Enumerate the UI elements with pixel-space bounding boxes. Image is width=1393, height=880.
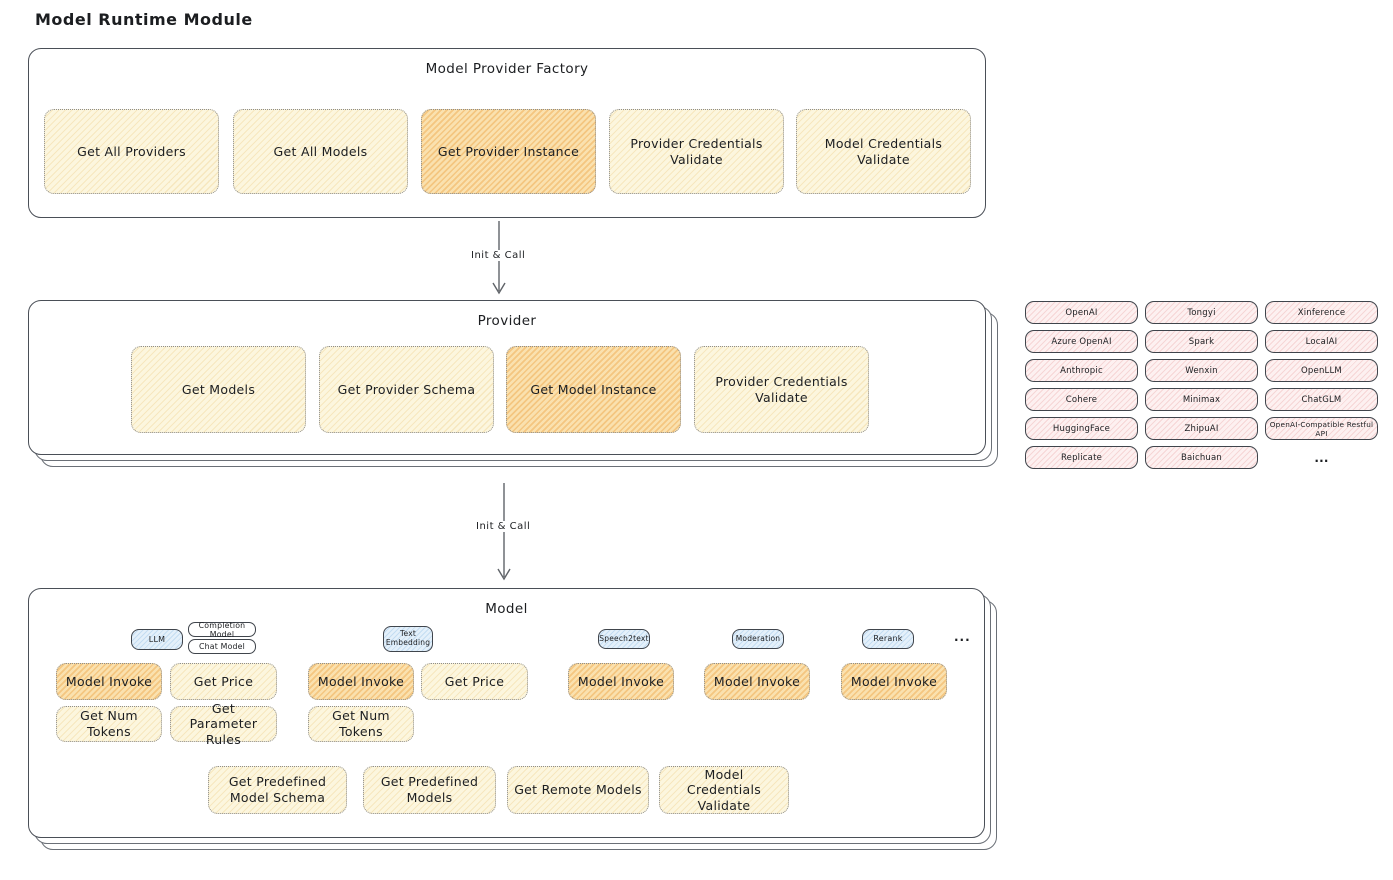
node-llm-get-parameter-rules: Get Parameter Rules — [170, 701, 277, 747]
node-get-predefined-models: Get Predefined Models — [363, 766, 496, 814]
node-get-predefined-model-schema: Get Predefined Model Schema — [208, 766, 347, 814]
provider-item-replicate: Replicate — [1025, 446, 1138, 469]
node-get-provider-instance: Get Provider Instance — [421, 109, 596, 194]
provider-item-openllm: OpenLLM — [1265, 359, 1378, 382]
provider-item-localai: LocalAI — [1265, 330, 1378, 353]
node-provider-credentials-validate: Provider Credentials Validate — [609, 109, 784, 194]
node-get-models: Get Models — [131, 346, 306, 433]
model-tabs-ellipsis: ... — [954, 630, 971, 644]
factory-container: Model Provider Factory Get All Providers… — [28, 48, 986, 218]
node-speech2text-model-invoke: Model Invoke — [568, 663, 674, 700]
provider-item-chatglm: ChatGLM — [1265, 388, 1378, 411]
node-rerank-model-invoke: Model Invoke — [841, 663, 947, 700]
provider-container: Provider Get Models Get Provider Schema … — [28, 300, 986, 455]
node-model-credentials-validate-2: Model Credentials Validate — [659, 766, 789, 814]
provider-item-tongyi: Tongyi — [1145, 301, 1258, 324]
tab-llm: LLM — [131, 629, 183, 650]
tab-completion-model: Completion Model — [188, 621, 256, 639]
node-llm-get-price: Get Price — [170, 663, 277, 700]
node-moderation-model-invoke: Model Invoke — [704, 663, 810, 700]
provider-item-huggingface: HuggingFace — [1025, 417, 1138, 440]
provider-item-baichuan: Baichuan — [1145, 446, 1258, 469]
provider-item-azure-openai: Azure OpenAI — [1025, 330, 1138, 353]
node-embedding-model-invoke: Model Invoke — [308, 663, 414, 700]
provider-item-openai: OpenAI — [1025, 301, 1138, 324]
node-get-remote-models: Get Remote Models — [507, 766, 649, 814]
provider-title: Provider — [477, 313, 537, 329]
arrow-label-init-call-2: Init & Call — [471, 521, 536, 532]
tab-text-embedding: Text Embedding — [383, 626, 433, 652]
node-get-all-models: Get All Models — [233, 109, 408, 194]
node-llm-get-num-tokens: Get Num Tokens — [56, 706, 162, 742]
provider-item-anthropic: Anthropic — [1025, 359, 1138, 382]
arrow-label-init-call-1: Init & Call — [466, 250, 531, 261]
provider-item-openai-compatible: OpenAI-Compatible Restful API — [1265, 417, 1378, 440]
node-llm-model-invoke: Model Invoke — [56, 663, 162, 700]
tab-chat-model: Chat Model — [188, 639, 256, 654]
tab-moderation: Moderation — [732, 629, 784, 649]
model-container: Model LLM Completion Model Chat Model Te… — [28, 588, 985, 838]
provider-item-wenxin: Wenxin — [1145, 359, 1258, 382]
providers-ellipsis: ... — [1314, 450, 1329, 465]
node-embedding-get-price: Get Price — [421, 663, 528, 700]
arrow-provider-to-model — [497, 483, 511, 581]
model-title: Model — [485, 601, 528, 617]
node-embedding-get-num-tokens: Get Num Tokens — [308, 706, 414, 742]
tab-speech2text: Speech2text — [598, 629, 650, 649]
node-get-provider-schema: Get Provider Schema — [319, 346, 494, 433]
factory-title: Model Provider Factory — [425, 61, 589, 77]
provider-item-zhipuai: ZhipuAI — [1145, 417, 1258, 440]
providers-grid: OpenAI Tongyi Xinference Azure OpenAI Sp… — [1025, 301, 1378, 469]
provider-item-spark: Spark — [1145, 330, 1258, 353]
tab-rerank: Rerank — [862, 629, 914, 649]
node-get-model-instance: Get Model Instance — [506, 346, 681, 433]
provider-item-xinference: Xinference — [1265, 301, 1378, 324]
node-get-all-providers: Get All Providers — [44, 109, 219, 194]
provider-item-cohere: Cohere — [1025, 388, 1138, 411]
provider-item-minimax: Minimax — [1145, 388, 1258, 411]
page-title: Model Runtime Module — [35, 10, 253, 29]
node-model-credentials-validate: Model Credentials Validate — [796, 109, 971, 194]
node-provider-credentials-validate-2: Provider Credentials Validate — [694, 346, 869, 433]
